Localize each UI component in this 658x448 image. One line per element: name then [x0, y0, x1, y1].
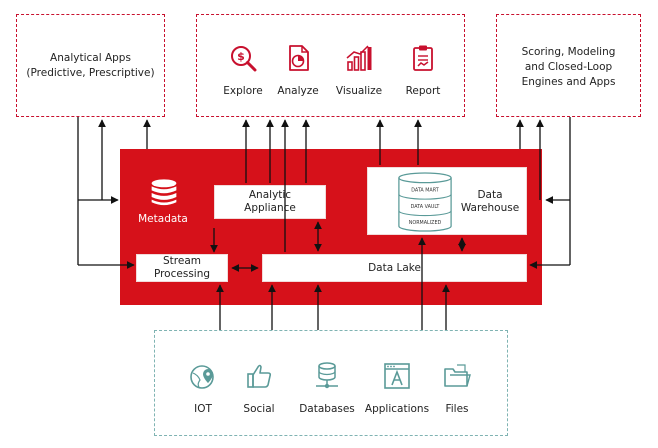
stream-processing-box: Stream Processing	[136, 254, 228, 282]
stream-processing-line-2: Processing	[153, 268, 211, 280]
tool-report-label: Report	[405, 85, 441, 97]
cylinder-layer-data-mart: DATA MART	[411, 187, 438, 193]
analytic-appliance-line-2: Appliance	[244, 202, 296, 214]
source-databases-label: Databases	[299, 403, 355, 415]
data-warehouse-line-1: Data	[477, 189, 503, 201]
data-warehouse-box: DATA MART DATA VAULT NORMALIZED Data War…	[367, 167, 527, 235]
analytical-apps-box: Analytical Apps (Predictive, Prescriptiv…	[16, 14, 165, 117]
source-files: Files	[419, 361, 495, 415]
source-iot: IOT	[165, 361, 241, 415]
source-applications: Applications	[359, 361, 435, 415]
svg-text:$: $	[237, 50, 245, 63]
scoring-line-1: Scoring, Modeling	[521, 46, 616, 58]
document-pie-chart-icon	[289, 45, 309, 71]
thumbs-up-icon	[247, 364, 272, 388]
app-window-icon	[384, 363, 410, 389]
analytical-apps-subtitle: (Predictive, Prescriptive)	[26, 67, 155, 79]
tool-explore: $ Explore	[213, 43, 273, 97]
cylinder-layer-data-vault: DATA VAULT	[411, 204, 440, 210]
scoring-line-2: and Closed-Loop	[524, 61, 613, 73]
data-lake-label: Data Lake	[368, 261, 421, 274]
source-social: Social	[221, 361, 297, 415]
analytic-appliance-box: Analytic Appliance	[214, 185, 326, 219]
cylinder-layer-normalized: NORMALIZED	[409, 220, 442, 226]
analytics-tools-box: $ Explore Analyze Visualize	[196, 14, 465, 117]
scoring-engines-box: Scoring, Modeling and Closed-Loop Engine…	[496, 14, 641, 117]
dollar-search-icon: $	[231, 46, 257, 72]
source-iot-label: IOT	[194, 403, 212, 415]
analytical-apps-title: Analytical Apps	[50, 52, 131, 64]
data-warehouse-cylinder-icon: DATA MART DATA VAULT NORMALIZED	[398, 172, 452, 232]
stream-processing-line-1: Stream	[162, 255, 201, 267]
tool-analyze-label: Analyze	[277, 85, 319, 97]
globe-location-icon	[190, 365, 214, 389]
clipboard-report-icon	[413, 45, 433, 71]
bar-chart-icon	[346, 45, 372, 71]
data-sources-box: IOT Social Databases	[154, 330, 508, 436]
scoring-line-3: Engines and Apps	[521, 76, 616, 88]
folder-files-icon	[444, 364, 471, 387]
tool-visualize-label: Visualize	[335, 85, 383, 97]
database-network-icon	[316, 362, 338, 389]
tool-explore-label: Explore	[223, 85, 263, 97]
analytic-appliance-line-1: Analytic	[248, 189, 292, 201]
tool-analyze: Analyze	[268, 43, 328, 97]
tool-visualize: Visualize	[329, 43, 389, 97]
metadata-label: Metadata	[138, 213, 188, 225]
source-files-label: Files	[445, 403, 469, 415]
source-applications-label: Applications	[364, 403, 430, 415]
database-stack-icon	[151, 179, 177, 206]
source-databases: Databases	[289, 361, 365, 415]
tool-report: Report	[393, 43, 453, 97]
source-social-label: Social	[243, 403, 275, 415]
data-lake-box: Data Lake	[262, 254, 527, 282]
data-warehouse-line-2: Warehouse	[460, 202, 520, 214]
